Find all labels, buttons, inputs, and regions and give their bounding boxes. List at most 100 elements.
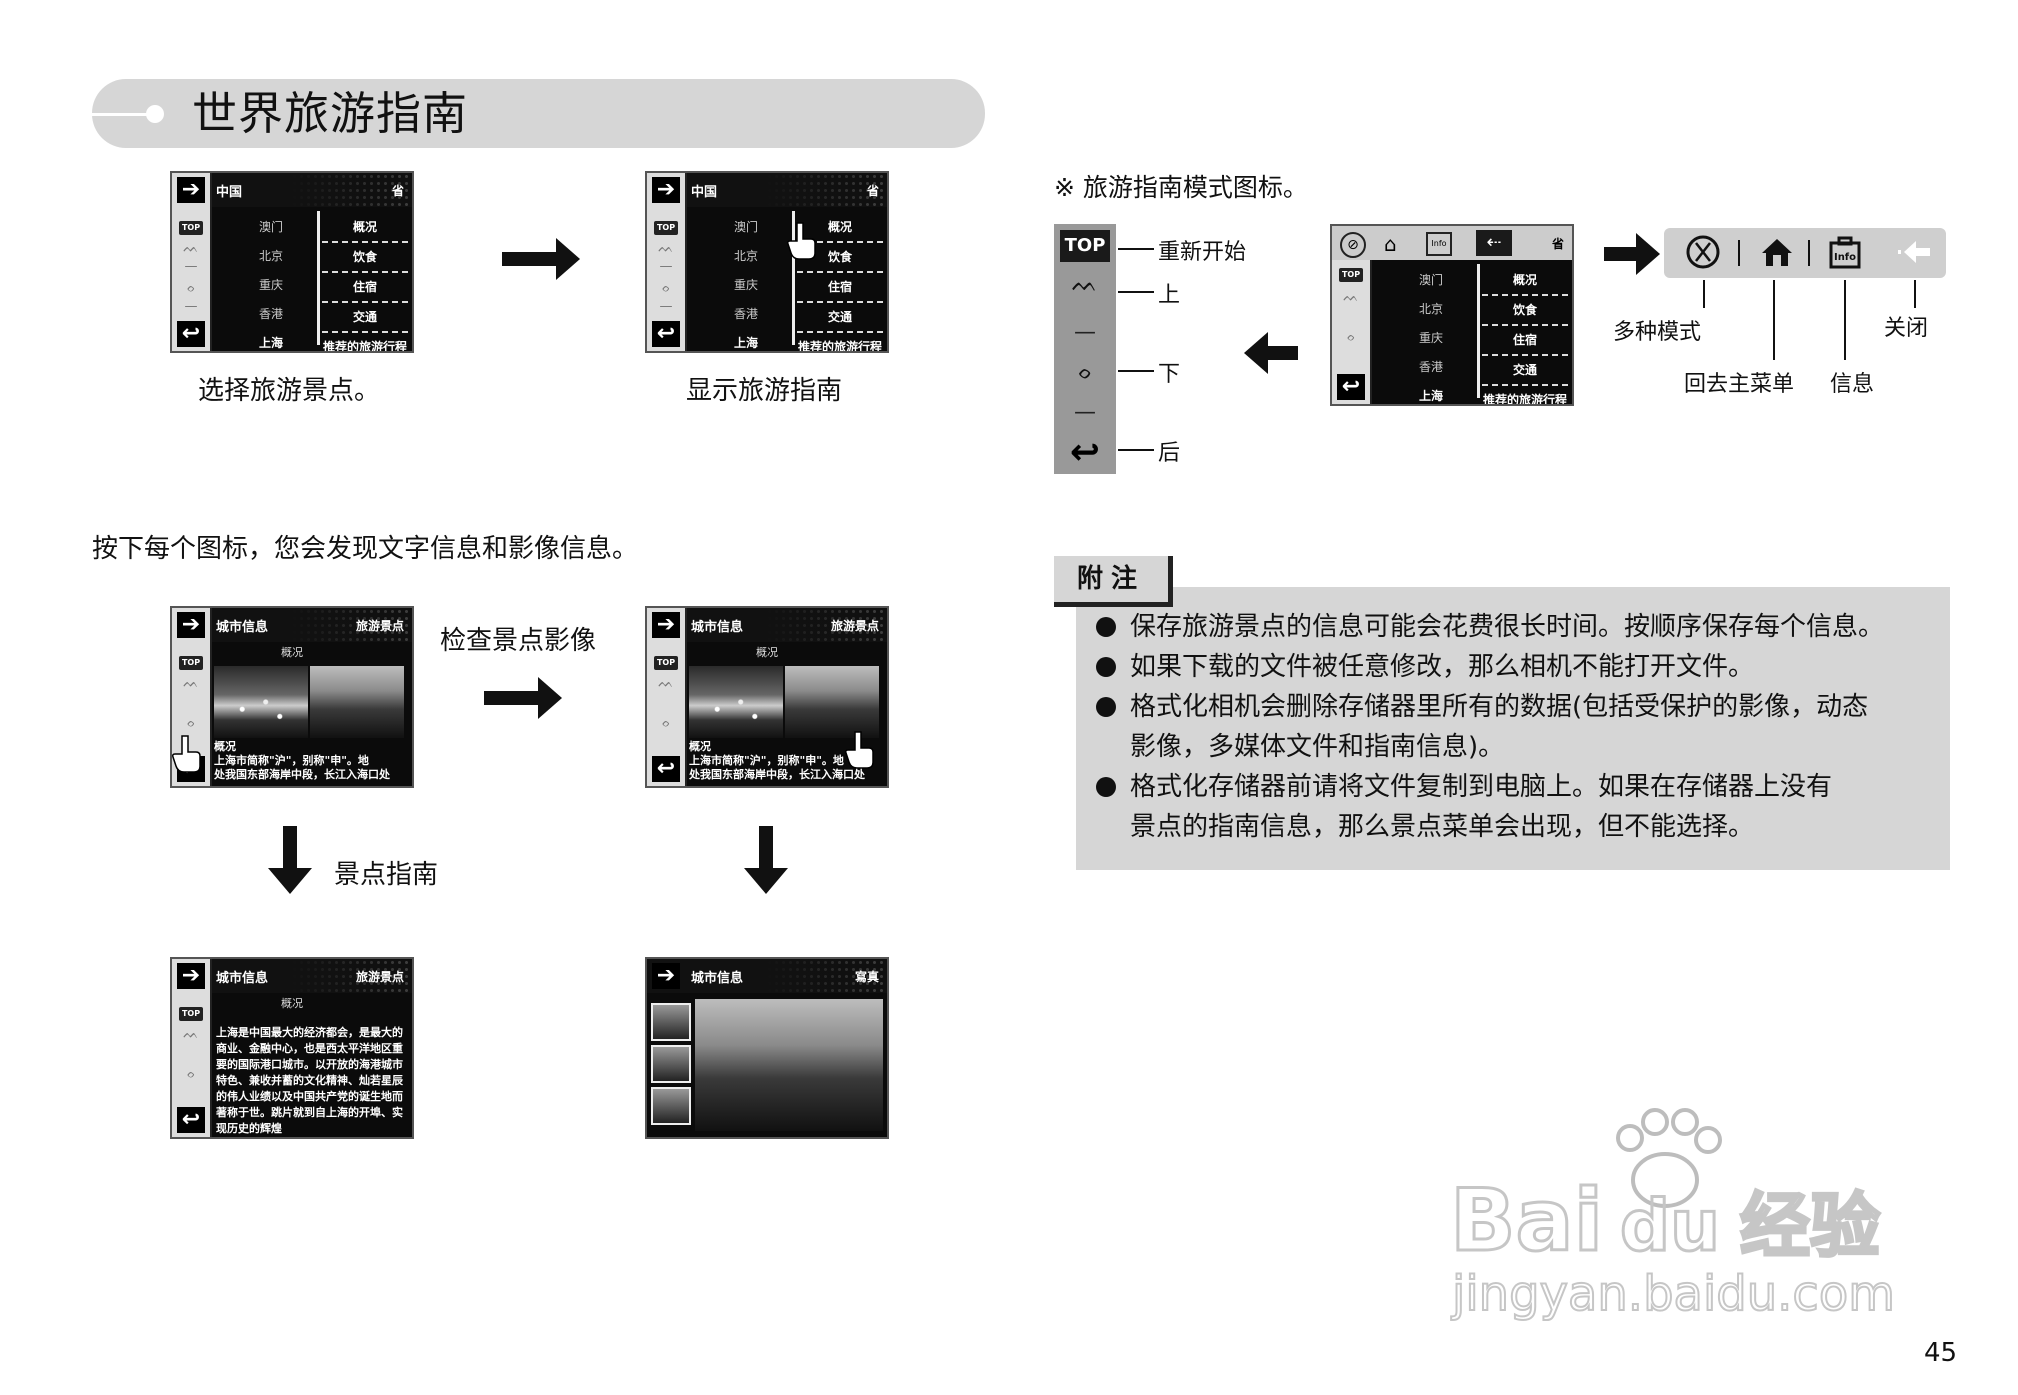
multi-mode-icon[interactable]: ⊘ (1340, 232, 1366, 258)
top-icon[interactable]: TOP (654, 656, 678, 670)
return-icon[interactable]: ↩ (177, 1107, 205, 1133)
top-icon[interactable]: TOP (1060, 230, 1110, 262)
city-item[interactable]: 上海 (733, 336, 758, 350)
back-arrow-icon[interactable]: ➔ (652, 612, 680, 638)
overview-caption: 概况 上海市简称"沪"，别称"申"。地 处我国东部海岸中段，长江入海口处 (214, 740, 390, 781)
menu-item[interactable]: 饮食 (797, 243, 883, 273)
nav-column: ➔ TOP ᨓ — ᨔ — ↩ (647, 173, 687, 351)
city-photo[interactable] (689, 666, 783, 738)
nav-column: ➔ TOP ᨓ ᨔ ↩ (647, 608, 687, 786)
menu-item[interactable]: 住宿 (797, 273, 883, 303)
top-icon[interactable]: TOP (179, 1007, 203, 1021)
menu-item[interactable]: 推荐的旅游行程 (797, 340, 882, 353)
menu-item[interactable]: 推荐的旅游行程 (322, 340, 407, 353)
up-icon[interactable]: ᨓ (183, 241, 199, 256)
back-arrow-icon[interactable]: ➔ (652, 963, 680, 989)
overview-caption: 概况 上海市简称"沪"，别称"申"。地 处我国东部海岸中段，长江入海口处 (689, 740, 865, 781)
menu-item[interactable]: 交通 (1482, 356, 1568, 386)
info-icon[interactable]: Info (1826, 233, 1864, 271)
city-item[interactable]: 澳门 (733, 220, 758, 234)
city-item[interactable]: 香港 (1418, 360, 1443, 374)
divider-icon: — (659, 259, 673, 274)
city-item[interactable]: 重庆 (733, 278, 758, 292)
down-icon[interactable]: ᨔ (661, 716, 671, 731)
return-icon[interactable]: ↩ (652, 321, 680, 347)
city-photo[interactable] (214, 666, 308, 738)
city-item[interactable]: 重庆 (258, 278, 283, 292)
return-icon[interactable]: ↩ (1337, 374, 1365, 400)
city-item[interactable]: 香港 (733, 307, 758, 321)
tourist-spot-label: 旅游景点 (355, 970, 404, 984)
svg-text:Info: Info (1834, 252, 1856, 263)
menu-item[interactable]: 交通 (797, 303, 883, 333)
menu-item[interactable]: 交通 (322, 303, 408, 333)
close-icon[interactable] (1896, 233, 1934, 271)
down-icon[interactable]: ᨔ (186, 1067, 196, 1082)
return-icon[interactable]: ↩ (652, 756, 680, 782)
back-arrow-icon[interactable]: ➔ (177, 963, 205, 989)
callout-back: 后 (1158, 441, 1181, 466)
info-icon[interactable]: Info (1426, 232, 1452, 256)
photo-thumbnail[interactable] (651, 1087, 691, 1125)
menu-item[interactable]: 饮食 (322, 243, 408, 273)
menu-item[interactable]: 概况 (797, 213, 883, 243)
nav-column: TOP ᨓ ᨔ ↩ (1332, 260, 1372, 404)
home-icon[interactable]: ⌂ (1384, 232, 1397, 256)
menu-item[interactable]: 饮食 (1482, 296, 1568, 326)
menu-item[interactable]: 概况 (1482, 266, 1568, 296)
menu-item[interactable]: 住宿 (1482, 326, 1568, 356)
city-item[interactable]: 重庆 (1418, 331, 1443, 345)
menu-item[interactable]: 概况 (322, 213, 408, 243)
caption-select: 选择旅游景点。 (198, 376, 381, 406)
down-icon[interactable]: ᨔ (186, 716, 196, 731)
top-icon[interactable]: TOP (179, 656, 203, 670)
caption-display: 显示旅游指南 (686, 376, 843, 406)
callout-info: 信息 (1830, 372, 1875, 397)
city-item[interactable]: 上海 (258, 336, 283, 350)
city-item[interactable]: 香港 (258, 307, 283, 321)
menu-item[interactable]: 推荐的旅游行程 (1482, 393, 1567, 406)
country-label: 中国 (691, 185, 718, 200)
note-title: 附注 (1076, 564, 1145, 594)
menu-item[interactable]: 住宿 (322, 273, 408, 303)
svg-text:du: du (1620, 1185, 1720, 1267)
note-item: 格式化存储器前请将文件复制到电脑上。如果在存储器上没有 (1096, 767, 1832, 807)
section-title-bar (92, 79, 985, 148)
city-item[interactable]: 北京 (258, 249, 283, 263)
top-icon[interactable]: TOP (1339, 268, 1363, 282)
multi-mode-icon[interactable] (1684, 233, 1722, 271)
up-icon[interactable]: ᨓ (183, 676, 199, 691)
caption-guide: 景点指南 (334, 860, 439, 890)
city-item[interactable]: 澳门 (258, 220, 283, 234)
city-item[interactable]: 北京 (733, 249, 758, 263)
back-arrow-icon[interactable]: ➔ (177, 177, 205, 203)
arrow-right-icon (1604, 233, 1660, 275)
city-photo[interactable] (785, 666, 879, 738)
top-icon[interactable]: TOP (179, 221, 203, 235)
back-arrow-icon[interactable]: ➔ (177, 612, 205, 638)
city-item[interactable]: 上海 (1418, 389, 1443, 403)
down-icon[interactable]: ᨔ (1346, 330, 1356, 345)
home-icon[interactable] (1758, 233, 1796, 271)
up-icon[interactable]: ᨓ (1071, 272, 1099, 297)
photo-thumbnail[interactable] (651, 1045, 691, 1083)
city-photo[interactable] (310, 666, 404, 738)
photo-thumbnail[interactable] (651, 1003, 691, 1041)
city-item[interactable]: 澳门 (1418, 273, 1443, 287)
return-icon[interactable]: ↩ (177, 321, 205, 347)
up-icon[interactable]: ᨓ (183, 1027, 199, 1042)
up-icon[interactable]: ᨓ (1343, 290, 1359, 305)
close-icon[interactable]: ⇠ (1476, 230, 1512, 256)
arrow-right-icon (502, 238, 580, 280)
city-item[interactable]: 北京 (1418, 302, 1443, 316)
down-icon[interactable]: ᨔ (186, 281, 196, 296)
top-icon[interactable]: TOP (654, 221, 678, 235)
back-arrow-icon[interactable]: ➔ (652, 177, 680, 203)
down-icon[interactable]: ᨔ (661, 281, 671, 296)
down-icon[interactable]: ᨔ (1077, 360, 1093, 385)
return-icon[interactable]: ↩ (1069, 432, 1101, 473)
up-icon[interactable]: ᨓ (658, 241, 674, 256)
arrow-down-icon (744, 826, 788, 894)
nav-column: ➔ TOP ᨓ ᨔ ↩ (172, 959, 212, 1137)
up-icon[interactable]: ᨓ (658, 676, 674, 691)
